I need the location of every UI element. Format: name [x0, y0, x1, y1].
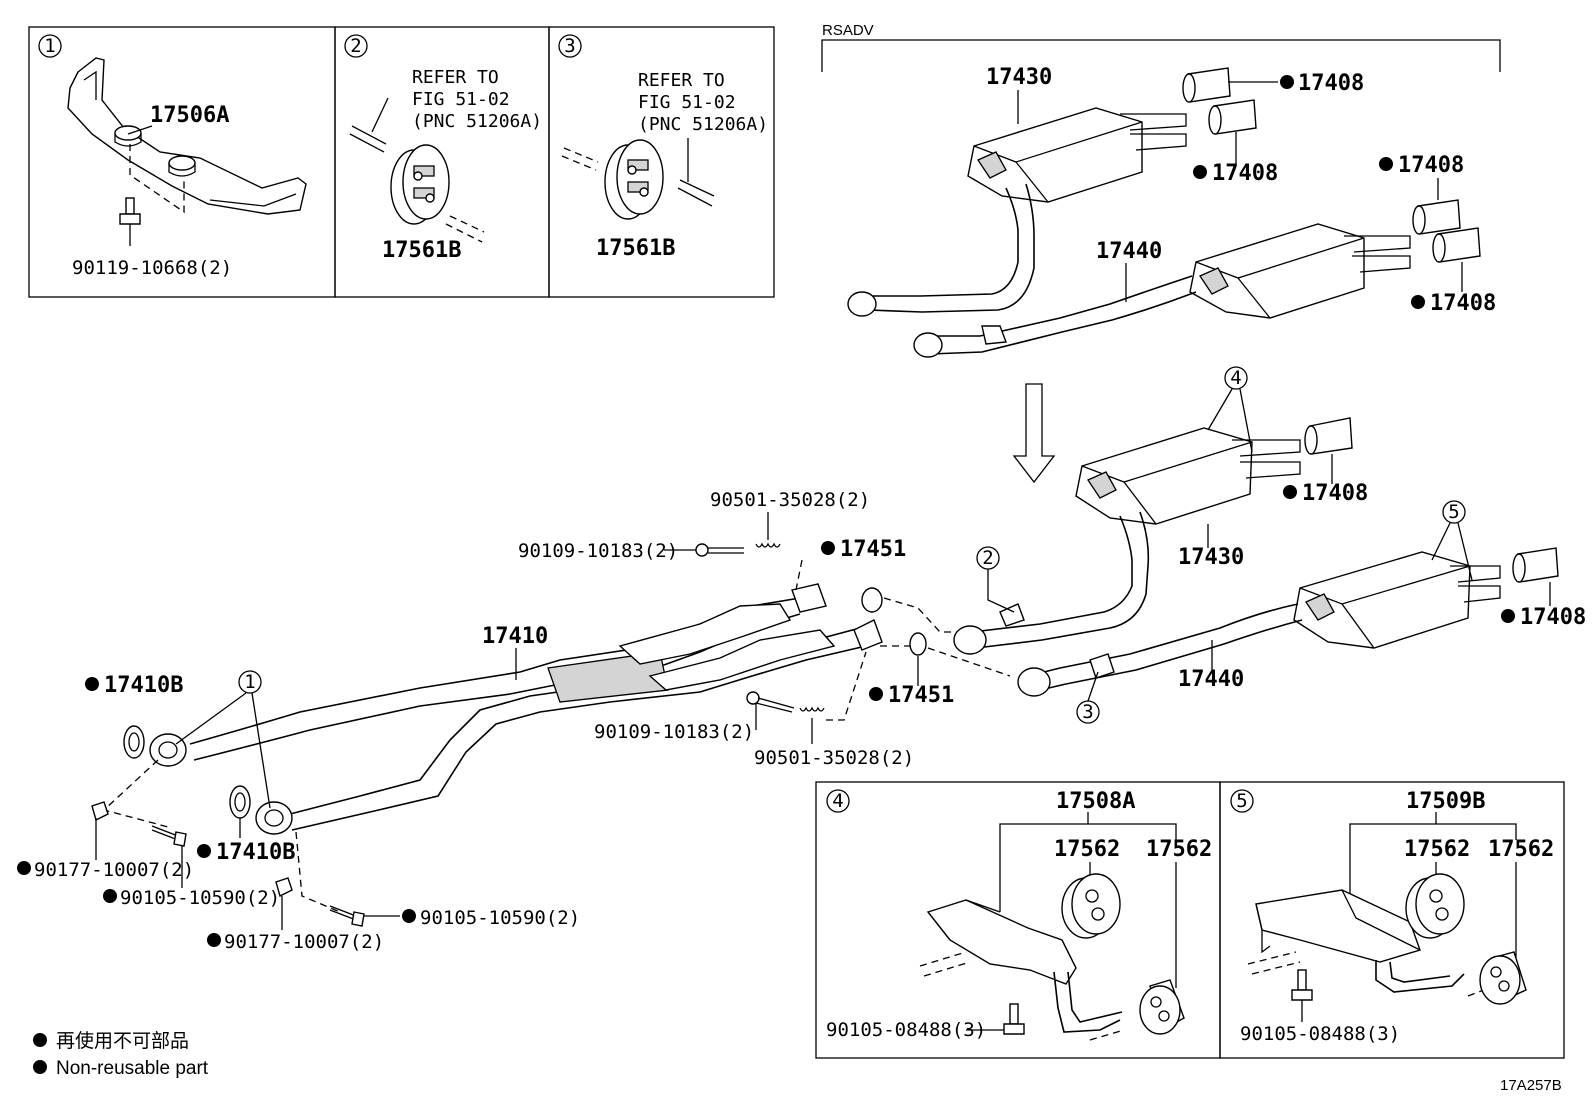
detail-3-refer-1: REFER TO	[638, 70, 725, 91]
callout-1: 1	[244, 671, 255, 693]
bracket-17506a[interactable]	[67, 57, 307, 215]
label-17506a: 17506A	[150, 103, 229, 128]
bolt-90105-a[interactable]	[151, 825, 187, 847]
hanger-17561b-a[interactable]	[390, 144, 450, 225]
detail-1-number: 1	[44, 35, 55, 57]
rsadv-label-17440: 17440	[1096, 239, 1162, 264]
main-assembly: 17410 17410B 17410B 1 90177-10007(2)	[17, 366, 1586, 953]
label-17562-4a: 17562	[1054, 837, 1120, 862]
detail-3-refer-3: (PNC 51206A)	[638, 114, 768, 135]
figure-code: 17A257B	[1500, 1077, 1562, 1094]
callout-3: 3	[1082, 701, 1093, 723]
detail-box-4: 4 17508A 17562 17562	[815, 781, 1221, 1059]
label-17408-a: 17408	[1302, 481, 1368, 506]
flange-bolt-90109-b[interactable]	[746, 691, 795, 713]
bracket-17508a[interactable]	[926, 899, 1123, 1033]
legend: 再使用不可部品 Non-reusable part	[33, 1030, 209, 1079]
label-17562-5a: 17562	[1404, 837, 1470, 862]
label-17410: 17410	[482, 624, 548, 649]
rsadv-label-17408-2: 17408	[1212, 161, 1278, 186]
label-90177-b: 90177-10007(2)	[224, 931, 384, 953]
gasket-17410b-a[interactable]	[123, 725, 145, 759]
label-90501-a: 90501-35028(2)	[710, 489, 870, 511]
spring-90501-b[interactable]	[799, 706, 825, 712]
detail-2-refer-2: FIG 51-02	[412, 89, 510, 110]
detail-4-number: 4	[832, 790, 843, 812]
label-90105-a: 90105-10590(2)	[120, 887, 280, 909]
label-90501-b: 90501-35028(2)	[754, 747, 914, 769]
detail-box-1: 1 17506A 90119-10668(2)	[28, 26, 336, 298]
label-17562-5b: 17562	[1488, 837, 1554, 862]
gasket-17410b-b[interactable]	[229, 785, 251, 819]
bolt-90105-08488-5[interactable]	[1291, 969, 1313, 1001]
label-90119-10668: 90119-10668(2)	[72, 257, 232, 279]
callout-4: 4	[1230, 367, 1241, 389]
rsadv-tip-17408-2[interactable]	[1208, 99, 1257, 135]
rsadv-label-17408-4: 17408	[1430, 291, 1496, 316]
callout-2: 2	[982, 547, 993, 569]
spring-90501-a[interactable]	[755, 542, 781, 548]
rsadv-label-17408-3: 17408	[1398, 153, 1464, 178]
tip-17408-a[interactable]	[1304, 417, 1353, 455]
cushion-17562-5b[interactable]	[1479, 951, 1527, 1005]
detail-box-5: 5 17509B 17562 17562	[1219, 781, 1565, 1059]
bolt-90105-b[interactable]	[329, 905, 365, 927]
rsadv-tip-17408-1[interactable]	[1182, 67, 1231, 103]
label-17451-b: 17451	[888, 683, 954, 708]
label-17561b-b: 17561B	[596, 236, 675, 261]
label-90105-08488-4: 90105-08488(3)	[826, 1019, 986, 1041]
label-17562-4b: 17562	[1146, 837, 1212, 862]
cushion-17562-5a[interactable]	[1405, 873, 1465, 939]
label-17410b-a: 17410B	[104, 673, 183, 698]
muffler-17430[interactable]	[953, 427, 1301, 655]
tip-17408-b[interactable]	[1512, 547, 1559, 583]
nut-90177-a[interactable]	[91, 801, 109, 822]
nut-90177-b[interactable]	[275, 877, 293, 898]
label-17440-main: 17440	[1178, 667, 1244, 692]
muffler-17440[interactable]	[1017, 551, 1501, 697]
rsadv-label-17408-1: 17408	[1298, 71, 1364, 96]
detail-2-refer-3: (PNC 51206A)	[412, 111, 542, 132]
rsadv-muffler-17430[interactable]	[847, 107, 1187, 317]
detail-2-number: 2	[350, 35, 361, 57]
detail-3-refer-2: FIG 51-02	[638, 92, 736, 113]
flange-bolt-90109-a[interactable]	[695, 543, 744, 557]
legend-japanese: 再使用不可部品	[56, 1030, 189, 1052]
detail-3-number: 3	[564, 35, 575, 57]
gasket-17451-b[interactable]	[909, 632, 927, 656]
down-arrow-icon	[1012, 383, 1056, 484]
detail-5-number: 5	[1236, 790, 1247, 812]
label-90177-a: 90177-10007(2)	[34, 859, 194, 881]
rsadv-muffler-17440[interactable]	[913, 223, 1411, 358]
rsadv-group: RSADV 17430 17440	[821, 22, 1501, 358]
label-17451-a: 17451	[840, 537, 906, 562]
rsadv-label: RSADV	[822, 22, 874, 39]
label-90105-08488-5: 90105-08488(3)	[1240, 1023, 1400, 1045]
cushion-17562-4a[interactable]	[1061, 873, 1121, 939]
rsadv-label-17430: 17430	[986, 65, 1052, 90]
label-17561b-a: 17561B	[382, 238, 461, 263]
label-17408-b: 17408	[1520, 605, 1586, 630]
legend-english: Non-reusable part	[56, 1058, 209, 1079]
gasket-17451-a[interactable]	[861, 587, 883, 613]
cushion-17562-4b[interactable]	[1139, 979, 1185, 1035]
label-17410b-b: 17410B	[216, 840, 295, 865]
rsadv-tip-17408-3[interactable]	[1412, 199, 1461, 235]
callout-5: 5	[1448, 501, 1459, 523]
detail-box-3: 3 REFER TO FIG 51-02 (PNC 51206A) 17561B	[548, 26, 775, 298]
detail-box-2: 2 REFER TO FIG 51-02 (PNC 51206A) 17561B	[334, 26, 550, 298]
label-17430-main: 17430	[1178, 545, 1244, 570]
bracket-17509b[interactable]	[1255, 889, 1465, 993]
bolt-90105-08488-4[interactable]	[1003, 1003, 1025, 1035]
label-90105-b: 90105-10590(2)	[420, 907, 580, 929]
bolt-90119[interactable]	[119, 197, 141, 246]
label-17509b: 17509B	[1406, 789, 1485, 814]
label-17508a: 17508A	[1056, 789, 1135, 814]
label-90109-b: 90109-10183(2)	[594, 721, 754, 743]
label-90109-a: 90109-10183(2)	[518, 540, 678, 562]
front-pipe-17410[interactable]	[149, 583, 883, 835]
hanger-17561b-b[interactable]	[604, 139, 664, 220]
detail-2-refer-1: REFER TO	[412, 67, 499, 88]
rsadv-tip-17408-4[interactable]	[1432, 227, 1481, 263]
